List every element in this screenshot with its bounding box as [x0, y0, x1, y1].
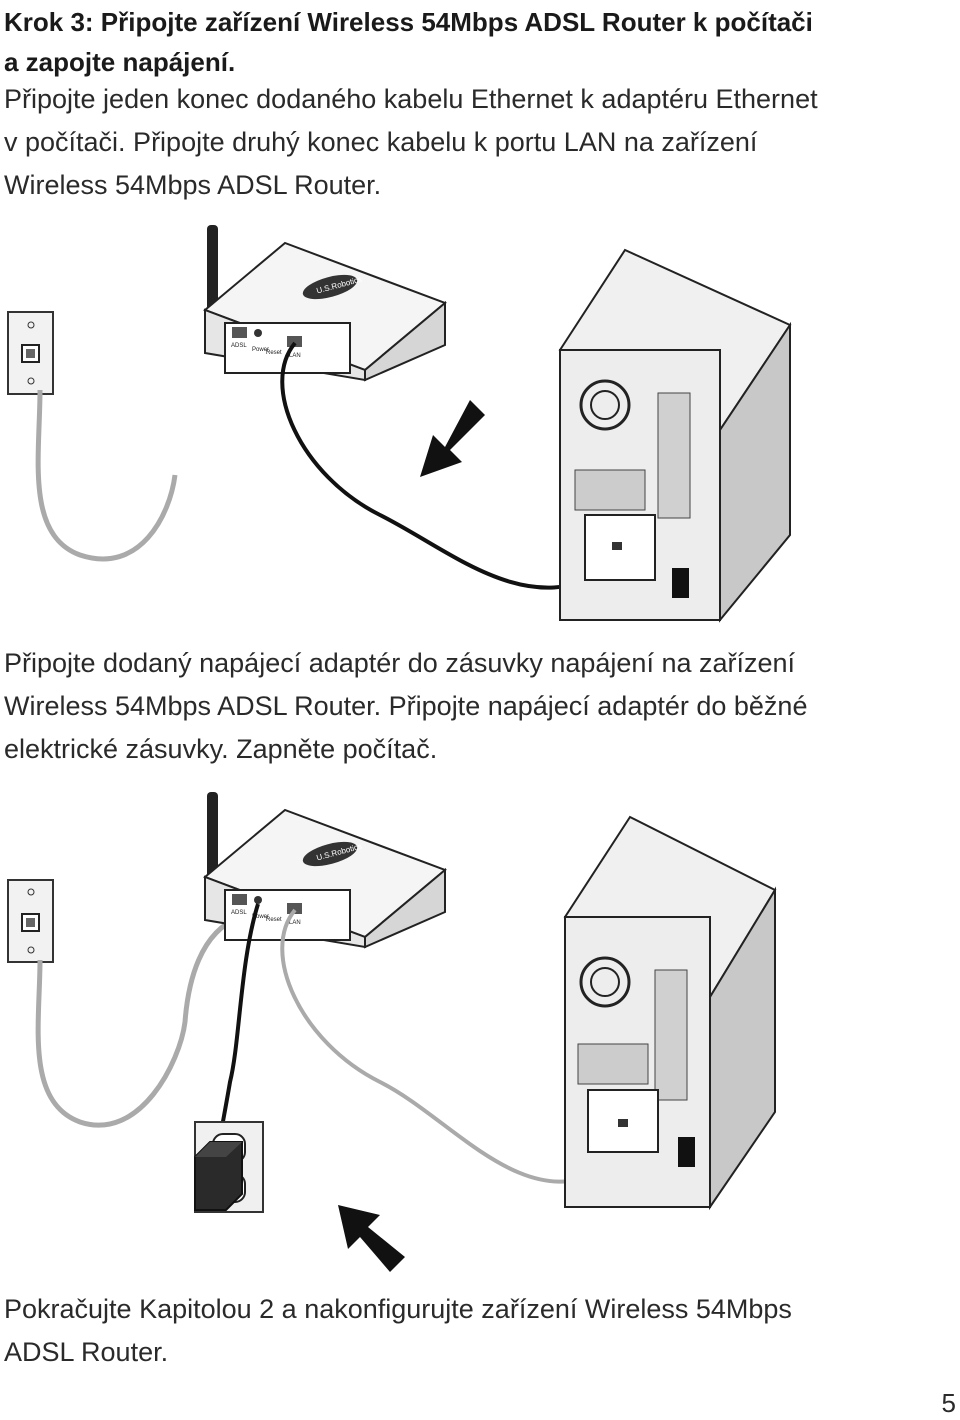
para1-line-1: Připojte jeden konec dodaného kabelu Eth… — [4, 84, 818, 114]
router-port-adsl: ADSL — [231, 343, 247, 349]
router-port-adsl: ADSL — [231, 910, 247, 916]
arrow-icon — [338, 1205, 405, 1272]
power-connection-figure: U.S.Robotics ADSL Power Reset LAN — [7, 792, 777, 1272]
para3-line-1: Pokračujte Kapitolou 2 a nakonfigurujte … — [4, 1294, 792, 1324]
computer-tower-icon — [563, 815, 777, 1211]
step-heading: Krok 3: Připojte zařízení Wireless 54Mbp… — [4, 2, 954, 82]
para1-line-2: v počítači. Připojte druhý konec kabelu … — [4, 127, 758, 157]
page-number: 5 — [941, 1388, 956, 1418]
computer-tower-icon — [558, 248, 792, 623]
para2-line-1: Připojte dodaný napájecí adaptér do zásu… — [4, 648, 796, 678]
router-icon: U.S.Robotics ADSL Power Reset LAN — [203, 225, 447, 382]
heading-line-1: Krok 3: Připojte zařízení Wireless 54Mbp… — [4, 7, 813, 37]
router-port-reset: Reset — [266, 350, 282, 356]
router-port-reset: Reset — [266, 917, 282, 923]
router-port-lan: LAN — [289, 353, 301, 359]
router-port-lan: LAN — [289, 920, 301, 926]
arrow-icon — [420, 400, 485, 477]
para2-line-2: Wireless 54Mbps ADSL Router. Připojte na… — [4, 691, 808, 721]
ethernet-connection-figure: U.S.Robotics ADSL Power Reset LAN — [7, 225, 792, 623]
continue-instructions: Pokračujte Kapitolou 2 a nakonfigurujte … — [4, 1288, 954, 1374]
para3-line-2: ADSL Router. — [4, 1337, 169, 1367]
wall-phone-jack-icon — [7, 311, 54, 395]
router-port-power: Power — [252, 347, 269, 353]
heading-line-2: a zapojte napájení. — [4, 47, 236, 77]
power-adapter-icon — [194, 1141, 243, 1211]
router-port-power: Power — [252, 914, 269, 920]
wall-phone-jack-icon — [7, 879, 54, 963]
para1-line-3: Wireless 54Mbps ADSL Router. — [4, 170, 382, 200]
para2-line-3: elektrické zásuvky. Zapněte počítač. — [4, 734, 438, 764]
ethernet-instructions: Připojte jeden konec dodaného kabelu Eth… — [4, 78, 954, 207]
power-instructions: Připojte dodaný napájecí adaptér do zásu… — [4, 642, 954, 771]
router-icon: U.S.Robotics ADSL Power Reset LAN — [203, 792, 447, 949]
